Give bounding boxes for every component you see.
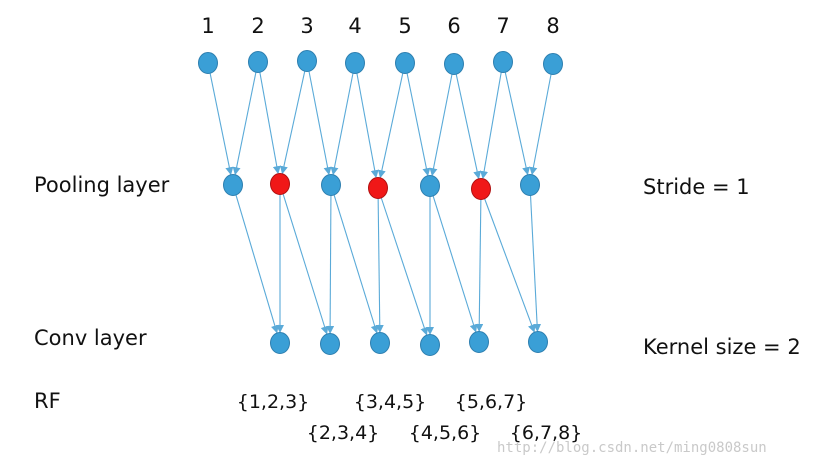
edge-input-to-pooling bbox=[232, 71, 257, 176]
rf-set: {1,2,3} bbox=[237, 391, 310, 413]
input-index-label: 4 bbox=[348, 14, 361, 38]
rf-set: {6,7,8} bbox=[510, 422, 583, 444]
conv-node bbox=[420, 334, 440, 356]
edge-pooling-to-conv bbox=[380, 197, 429, 336]
input-labels: 1 2 3 4 5 6 7 8 bbox=[201, 14, 559, 38]
rf-set: {5,6,7} bbox=[455, 391, 528, 413]
input-node bbox=[198, 52, 218, 74]
input-node bbox=[493, 51, 513, 73]
edge-input-to-pooling bbox=[429, 73, 453, 177]
nodes-layer bbox=[198, 50, 563, 356]
edge-input-to-pooling bbox=[279, 70, 306, 175]
pooling-node-highlighted bbox=[368, 177, 388, 199]
input-node bbox=[248, 51, 268, 73]
edge-pooling-to-conv bbox=[475, 198, 484, 333]
input-index-label: 7 bbox=[496, 14, 509, 38]
conv-node bbox=[370, 332, 390, 354]
conv-node bbox=[270, 332, 290, 354]
edge-pooling-to-conv bbox=[333, 194, 379, 334]
edge-pooling-to-conv bbox=[326, 194, 335, 335]
conv-node bbox=[528, 331, 548, 353]
edge-pooling-to-conv bbox=[375, 197, 384, 334]
pooling-node bbox=[420, 175, 440, 197]
stride-label: Stride = 1 bbox=[643, 175, 750, 199]
pooling-node bbox=[520, 174, 540, 196]
input-node bbox=[395, 52, 415, 74]
edge-input-to-pooling bbox=[377, 72, 404, 179]
edge-input-to-pooling bbox=[406, 72, 431, 177]
edge-pooling-to-conv bbox=[282, 193, 329, 335]
rf-label: RF bbox=[34, 389, 61, 413]
edge-input-to-pooling bbox=[529, 73, 552, 176]
edge-input-to-pooling bbox=[504, 71, 531, 176]
pooling-layer-label: Pooling layer bbox=[34, 173, 170, 197]
input-index-label: 6 bbox=[447, 14, 460, 38]
edge-input-to-pooling bbox=[259, 71, 281, 175]
input-index-label: 3 bbox=[300, 14, 313, 38]
edge-pooling-to-conv bbox=[529, 194, 542, 333]
pooling-node bbox=[223, 174, 243, 196]
edge-input-to-pooling bbox=[308, 70, 332, 176]
input-node bbox=[297, 50, 317, 72]
pooling-node-highlighted bbox=[270, 173, 290, 195]
input-index-label: 1 bbox=[201, 14, 214, 38]
conv-node bbox=[320, 333, 340, 355]
pooling-node bbox=[321, 174, 341, 196]
pooling-node-highlighted bbox=[471, 178, 491, 200]
edge-pooling-to-conv bbox=[432, 195, 478, 333]
edge-pooling-to-conv bbox=[483, 198, 536, 333]
input-index-label: 5 bbox=[398, 14, 411, 38]
edge-input-to-pooling bbox=[209, 72, 234, 176]
kernel-size-label: Kernel size = 2 bbox=[643, 335, 801, 359]
conv-layer-label: Conv layer bbox=[34, 326, 147, 350]
input-index-label: 8 bbox=[546, 14, 559, 38]
edge-input-to-pooling bbox=[455, 73, 482, 180]
input-index-label: 2 bbox=[251, 14, 264, 38]
edge-pooling-to-conv bbox=[235, 194, 279, 334]
watermark: http://blog.csdn.net/ming0808sun bbox=[497, 440, 767, 456]
edge-input-to-pooling bbox=[356, 72, 379, 179]
input-node bbox=[345, 52, 365, 74]
edges-layer bbox=[209, 70, 552, 336]
input-node bbox=[444, 53, 464, 75]
edge-input-to-pooling bbox=[480, 71, 502, 180]
rf-set: {2,3,4} bbox=[307, 422, 380, 444]
rf-set: {3,4,5} bbox=[354, 391, 427, 413]
edge-input-to-pooling bbox=[330, 72, 354, 176]
conv-node bbox=[469, 331, 489, 353]
input-node bbox=[543, 53, 563, 75]
rf-set: {4,5,6} bbox=[409, 422, 482, 444]
